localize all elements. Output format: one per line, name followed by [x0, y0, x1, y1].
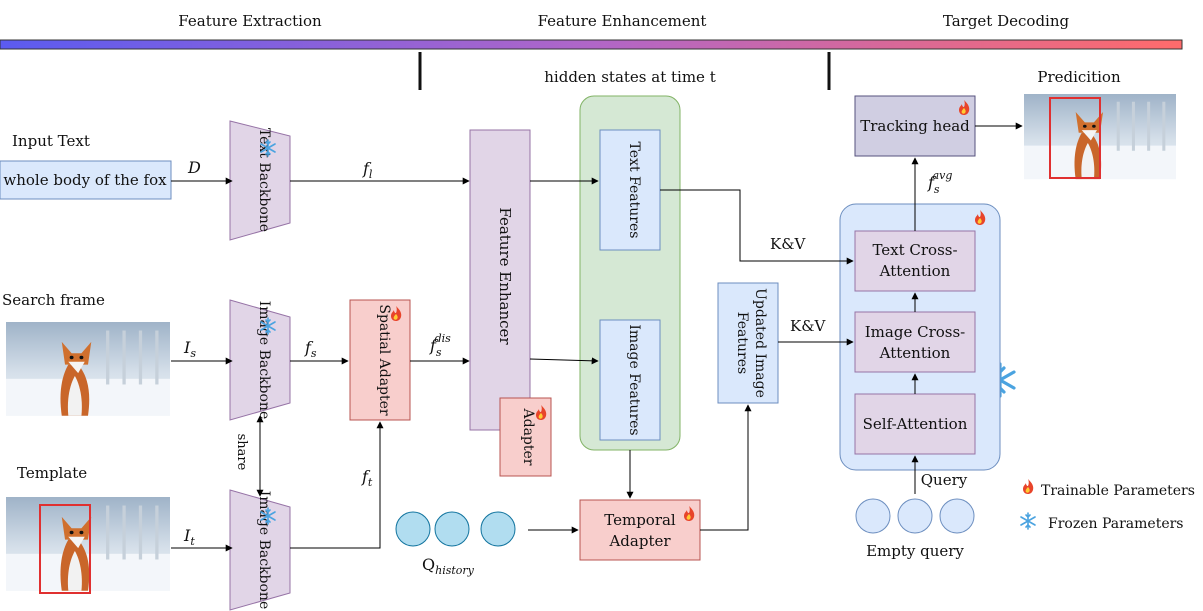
- image-backbone-search-label: Image Backbone: [256, 301, 272, 420]
- tracking-head-label: Tracking head: [860, 117, 970, 135]
- image-cross-attention-block: [854, 311, 976, 373]
- input-text-label: Input Text: [12, 132, 90, 150]
- input-text-value: whole body of the fox: [3, 171, 167, 189]
- symbol-fs: fs: [304, 338, 317, 360]
- temporal-adapter-label-1: Temporal: [604, 511, 676, 529]
- spatial-adapter-block: [349, 299, 411, 421]
- text-features-block: [599, 129, 661, 251]
- arrow-ft: [290, 421, 384, 549]
- prediction-bbox: [1049, 97, 1101, 179]
- text-features-label: Text Features: [626, 142, 642, 239]
- empty-query-circle: [897, 498, 933, 534]
- legend-trainable: Trainable Parameters: [1041, 483, 1195, 499]
- prediction-label: Predicition: [1037, 68, 1121, 86]
- kv-label-1: K&V: [770, 235, 807, 253]
- history-query-circle: [480, 511, 516, 547]
- snowflake-icon: [1020, 512, 1036, 530]
- empty-query-label: Empty query: [866, 542, 964, 560]
- stage-gradient-bar: [0, 39, 1183, 50]
- empty-query-circle: [939, 498, 975, 534]
- self-attention-block: [854, 393, 976, 455]
- self-attention-label: Self-Attention: [863, 415, 968, 433]
- symbol-D: D: [187, 158, 201, 177]
- temporal-adapter-block: [579, 499, 701, 561]
- history-query-circle: [395, 511, 431, 547]
- arrow-enhancer-to-image-features: [529, 357, 599, 365]
- hidden-states-label: hidden states at time t: [544, 68, 715, 86]
- arrow-temporal-to-updated: [700, 404, 752, 531]
- adapter-label: Adapter: [520, 408, 536, 466]
- symbol-It: It: [183, 526, 195, 548]
- image-cross-attention-label-1: Image Cross-: [865, 323, 965, 341]
- template-image: [4, 495, 172, 593]
- search-frame-image: [4, 320, 172, 418]
- legend-frozen: Frozen Parameters: [1048, 516, 1184, 532]
- symbol-ft: ft: [361, 467, 373, 489]
- query-label: Query: [921, 471, 968, 489]
- template-bbox: [39, 504, 91, 594]
- feature-enhancer-label: Feature Enhancer: [496, 207, 514, 345]
- symbol-qhistory: Qhistory: [422, 555, 475, 577]
- image-backbone-template-label: Image Backbone: [256, 491, 272, 610]
- updated-image-features-block: [717, 282, 779, 404]
- flame-icon: [1023, 479, 1034, 494]
- kv-label-2: K&V: [790, 317, 827, 335]
- stage-label-decoding: Target Decoding: [943, 12, 1070, 30]
- search-frame-label: Search frame: [2, 291, 105, 309]
- text-cross-attention-label-1: Text Cross-: [872, 241, 957, 259]
- symbol-fsavg: fsavg: [927, 169, 952, 196]
- symbol-fl: fl: [362, 159, 373, 181]
- input-text-box: [0, 160, 172, 200]
- image-features-label: Image Features: [626, 324, 642, 435]
- updated-image-features-label-2: Features: [734, 312, 750, 374]
- temporal-adapter-label-2: Adapter: [608, 532, 671, 550]
- text-cross-attention-label-2: Attention: [879, 262, 951, 280]
- arrow-text-features-kv: [660, 189, 854, 265]
- spatial-adapter-label: Spatial Adapter: [376, 304, 392, 416]
- share-label: share: [234, 434, 249, 471]
- text-cross-attention-block: [854, 230, 976, 292]
- text-backbone-block: [229, 120, 291, 241]
- history-query-circle: [434, 511, 470, 547]
- symbol-fsdis: fsdis: [429, 332, 451, 359]
- feature-enhancer-block: [469, 129, 531, 431]
- stage-label-enhancement: Feature Enhancement: [538, 12, 707, 30]
- updated-image-features-label-1: Updated Image: [752, 288, 768, 398]
- stage-label-extraction: Feature Extraction: [178, 12, 322, 30]
- symbol-Is: Is: [183, 338, 196, 360]
- empty-query-circle: [855, 498, 891, 534]
- text-backbone-label: Text Backbone: [256, 128, 272, 232]
- image-cross-attention-label-2: Attention: [879, 344, 951, 362]
- template-label: Template: [17, 464, 87, 482]
- image-features-block: [599, 319, 661, 441]
